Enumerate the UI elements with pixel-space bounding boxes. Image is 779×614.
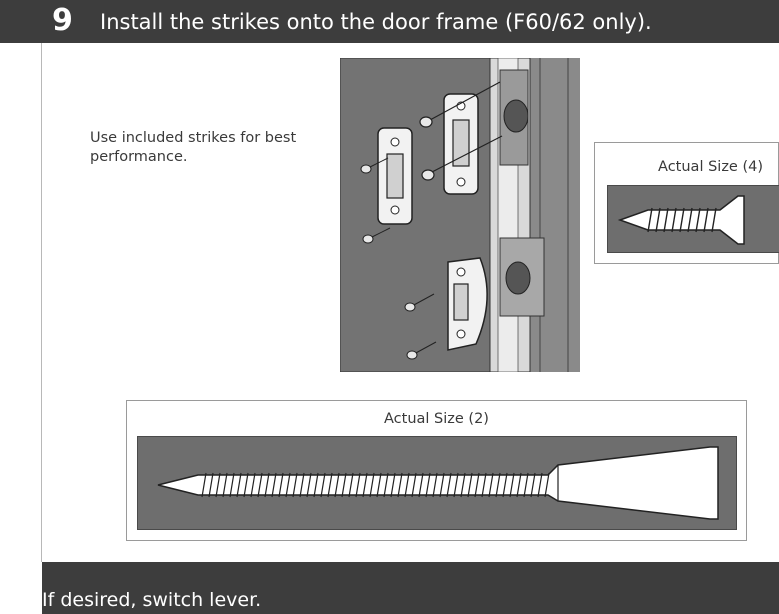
rail-divider: [41, 42, 42, 562]
long-screw-panel: [137, 436, 737, 530]
deadbolt-strike-plate: [443, 93, 479, 195]
footer-bar: [42, 562, 779, 614]
step-title: Install the strikes onto the door frame …: [100, 10, 652, 34]
short-screw-icon: [617, 195, 745, 245]
actual-size-callout-small: Actual Size (4): [594, 142, 779, 264]
step-header: 9 Install the strikes onto the door fram…: [0, 0, 779, 43]
door-frame-illustration: [340, 58, 580, 372]
left-margin-rail: [0, 0, 42, 614]
callout-small-label: Actual Size (4): [658, 159, 763, 175]
footer-text: If desired, switch lever.: [42, 589, 262, 611]
deadbolt-strike-plate-loose: [377, 127, 413, 225]
actual-size-callout-large: Actual Size (2): [126, 400, 747, 541]
instruction-text: Use included strikes for best performanc…: [90, 130, 297, 165]
latch-strike-plate: [447, 257, 488, 351]
callout-large-label: Actual Size (2): [384, 411, 489, 427]
step-number: 9: [52, 3, 73, 38]
short-screw-panel: [607, 185, 779, 253]
long-screw-icon: [157, 446, 719, 520]
